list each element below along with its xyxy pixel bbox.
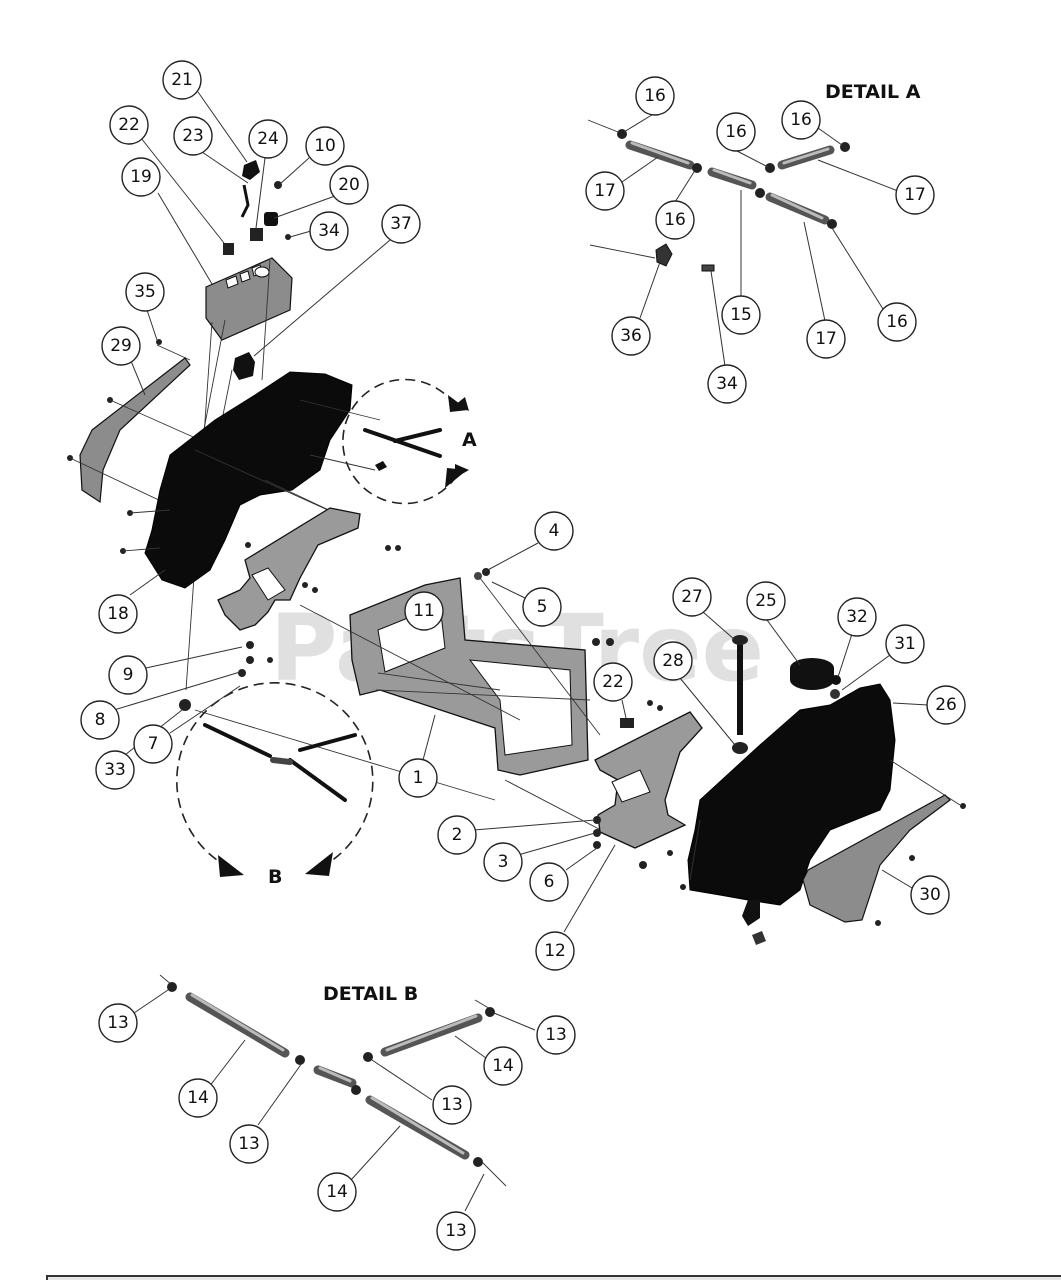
callout-24: 24 <box>257 129 279 149</box>
callout-18: 18 <box>107 604 129 624</box>
callout-b-13-4: 13 <box>441 1095 463 1115</box>
callouts: 21 22 23 24 10 19 20 34 37 35 29 18 4 5 … <box>80 60 966 1251</box>
callout-b-13-3: 13 <box>545 1025 567 1045</box>
callout-29: 29 <box>110 336 132 356</box>
callout-31: 31 <box>894 634 916 654</box>
frame-assembly <box>179 507 621 841</box>
cap-25 <box>790 658 834 690</box>
callout-4: 4 <box>549 521 560 541</box>
callout-a-16-5: 16 <box>886 312 908 332</box>
callout-23: 23 <box>182 126 204 146</box>
detail-a-callout-circle: A <box>342 378 477 505</box>
callout-a-17-3: 17 <box>815 329 837 349</box>
detail-b-arrow-label: B <box>268 866 282 888</box>
callout-28: 28 <box>662 651 684 671</box>
switch-24 <box>250 228 263 241</box>
bracket-lower <box>594 711 703 849</box>
callout-8: 8 <box>95 710 106 730</box>
connector-36 <box>655 243 673 267</box>
callout-10: 10 <box>314 136 336 156</box>
callout-22-right: 22 <box>602 672 624 692</box>
ignition-21 <box>242 160 260 180</box>
switch-22 <box>223 243 234 255</box>
right-assembly <box>593 635 966 945</box>
detail-a-arrow-label: A <box>462 429 477 451</box>
bracket-upper <box>217 507 361 631</box>
callout-b-14-2: 14 <box>492 1056 514 1076</box>
callout-a-17-1: 17 <box>594 181 616 201</box>
rod-14-a <box>185 992 290 1058</box>
callout-12: 12 <box>544 941 566 961</box>
callout-21: 21 <box>171 70 193 90</box>
callout-11: 11 <box>413 601 435 621</box>
callout-a-17-2: 17 <box>904 185 926 205</box>
callout-20: 20 <box>338 175 360 195</box>
console-assembly <box>67 160 381 691</box>
callout-5: 5 <box>537 597 548 617</box>
screw-34 <box>701 264 715 272</box>
detail-b-callout-circle: B <box>175 682 374 888</box>
callout-32: 32 <box>846 607 868 627</box>
module-37 <box>233 352 255 380</box>
detail-b: DETAIL B <box>133 974 536 1212</box>
callout-3: 3 <box>498 852 509 872</box>
callout-b-14-1: 14 <box>187 1088 209 1108</box>
hood-left <box>144 371 353 589</box>
callout-34: 34 <box>318 221 340 241</box>
callout-1: 1 <box>413 768 424 788</box>
callout-a-36: 36 <box>620 326 642 346</box>
callout-6: 6 <box>544 872 555 892</box>
callout-a-15: 15 <box>730 305 752 325</box>
side-panel-right <box>802 794 951 923</box>
clip-33 <box>179 699 191 711</box>
callout-b-13-1: 13 <box>107 1013 129 1033</box>
switch-22b <box>620 718 634 728</box>
callout-b-14-3: 14 <box>326 1182 348 1202</box>
key-23 <box>240 184 250 218</box>
callout-b-13-5: 13 <box>445 1221 467 1241</box>
hood-right <box>687 683 896 906</box>
callout-25: 25 <box>755 591 777 611</box>
callout-22: 22 <box>118 115 140 135</box>
plug-20 <box>264 212 278 226</box>
callout-a-34: 34 <box>716 374 738 394</box>
callout-30: 30 <box>919 885 941 905</box>
bushing-28 <box>732 742 748 754</box>
side-panel-left <box>79 357 191 504</box>
callout-2: 2 <box>452 825 463 845</box>
callout-27: 27 <box>681 587 703 607</box>
callout-37: 37 <box>390 214 412 234</box>
callout-26: 26 <box>935 695 957 715</box>
detail-b-title: DETAIL B <box>323 983 418 1005</box>
callout-33: 33 <box>104 760 126 780</box>
callout-a-16-4: 16 <box>664 210 686 230</box>
callout-7: 7 <box>148 734 159 754</box>
switch-panel <box>205 257 293 341</box>
detail-a: DETAIL A <box>587 81 921 367</box>
callout-a-16-1: 16 <box>644 86 666 106</box>
callout-a-16-3: 16 <box>790 110 812 130</box>
callout-b-13-2: 13 <box>238 1134 260 1154</box>
footer-bar <box>46 1275 1061 1280</box>
callout-19: 19 <box>130 167 152 187</box>
callout-35: 35 <box>134 282 156 302</box>
detail-a-title: DETAIL A <box>825 81 921 103</box>
callout-9: 9 <box>123 665 134 685</box>
callout-a-16-2: 16 <box>725 122 747 142</box>
